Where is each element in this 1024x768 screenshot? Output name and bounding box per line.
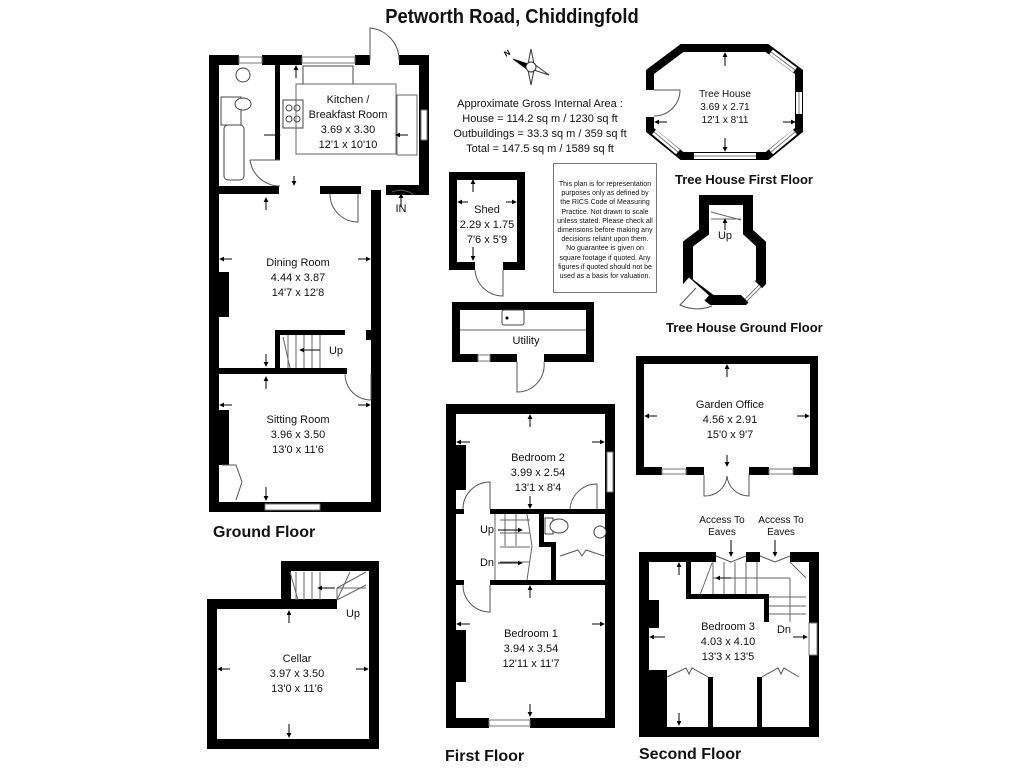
room-imperial: 13'1 x 8'4 bbox=[514, 482, 562, 494]
first-stairs-down-label: Dn bbox=[479, 557, 495, 569]
room-utility: Utility bbox=[513, 334, 540, 349]
room-imperial: 13'3 x 13'5 bbox=[701, 651, 755, 663]
room-imperial: 12'1 x 10'10 bbox=[318, 139, 378, 151]
stairs-up-label: Up bbox=[328, 345, 344, 357]
room-metric: 4.03 x 4.10 bbox=[700, 636, 756, 648]
cellar-stairs-up-label: Up bbox=[345, 608, 361, 620]
ground-floor-plan bbox=[209, 27, 429, 512]
room-metric: 3.69 x 2.71 bbox=[700, 102, 750, 113]
room-bedroom-1: Bedroom 1 3.94 x 3.54 12'11 x 11'7 bbox=[502, 627, 559, 672]
room-name: Kitchen / bbox=[326, 94, 370, 106]
room-metric: 2.29 x 1.75 bbox=[459, 219, 515, 231]
garden-office-plan bbox=[636, 356, 818, 497]
eaves-label-line-2: Eaves bbox=[708, 527, 736, 538]
second-stairs-down-label: Dn bbox=[776, 624, 792, 636]
room-name: Bedroom 1 bbox=[504, 628, 558, 640]
room-imperial: 12'1 x 8'11 bbox=[701, 115, 749, 126]
room-imperial: 13'0 x 11'6 bbox=[271, 683, 323, 695]
room-name: Cellar bbox=[282, 653, 312, 665]
second-floor-plan bbox=[639, 540, 819, 737]
tree-house-ground-floor-plan bbox=[679, 195, 766, 310]
entrance-label: IN bbox=[395, 203, 407, 215]
room-sitting: Sitting Room 3.96 x 3.50 13'0 x 11'6 bbox=[267, 413, 330, 458]
floor-label-first: First Floor bbox=[445, 748, 525, 765]
room-metric: 4.44 x 3.87 bbox=[270, 272, 326, 284]
room-name: Utility bbox=[512, 335, 540, 347]
room-name: Shed bbox=[474, 204, 500, 216]
room-metric: 3.99 x 2.54 bbox=[510, 467, 566, 479]
tree-house-stairs-up-label: Up bbox=[717, 230, 733, 242]
room-name: Garden Office bbox=[695, 399, 765, 411]
room-name: Dining Room bbox=[266, 257, 330, 269]
room-shed: Shed 2.29 x 1.75 7'6 x 5'9 bbox=[460, 203, 514, 248]
room-imperial: 14'7 x 12'8 bbox=[271, 287, 325, 299]
room-imperial: 12'11 x 11'7 bbox=[502, 658, 560, 670]
floor-label-ground: Ground Floor bbox=[213, 524, 316, 541]
eaves-label-line-1: Access To bbox=[758, 515, 804, 526]
area-total: Total = 147.5 sq m / 1589 sq ft bbox=[466, 143, 614, 155]
eaves-access-right: Access To Eaves bbox=[758, 515, 803, 539]
shed-plan bbox=[449, 172, 525, 297]
area-house: House = 114.2 sq m / 1230 sq ft bbox=[462, 113, 618, 125]
floor-label-tree-house-ground: Tree House Ground Floor bbox=[666, 320, 823, 335]
utility-plan bbox=[452, 302, 594, 393]
room-garden-office: Garden Office 4.56 x 2.91 15'0 x 9'7 bbox=[696, 398, 764, 443]
first-floor-plan bbox=[446, 404, 615, 728]
room-kitchen: Kitchen / Breakfast Room 3.69 x 3.30 12'… bbox=[309, 93, 388, 153]
room-imperial: 7'6 x 5'9 bbox=[466, 234, 508, 246]
room-name: Sitting Room bbox=[266, 414, 330, 426]
room-dining: Dining Room 4.44 x 3.87 14'7 x 12'8 bbox=[266, 256, 330, 301]
room-name-2: Breakfast Room bbox=[308, 109, 388, 121]
room-name: Tree House bbox=[699, 89, 751, 100]
room-metric: 4.56 x 2.91 bbox=[702, 414, 758, 426]
tree-house-first-floor-plan bbox=[645, 44, 803, 160]
room-metric: 3.96 x 3.50 bbox=[270, 429, 326, 441]
cellar-plan bbox=[207, 561, 379, 749]
eaves-label-line-1: Access To bbox=[699, 515, 745, 526]
room-metric: 3.94 x 3.54 bbox=[503, 643, 559, 655]
floor-label-tree-house-first: Tree House First Floor bbox=[675, 172, 813, 187]
room-bedroom-3: Bedroom 3 4.03 x 4.10 13'3 x 13'5 bbox=[701, 620, 755, 665]
svg-text:N: N bbox=[503, 48, 513, 59]
room-name: Bedroom 2 bbox=[511, 452, 565, 464]
north-arrow-compass-icon: N bbox=[503, 48, 550, 86]
page-title: Petworth Road, Chiddingfold bbox=[385, 6, 639, 28]
first-stairs-up-label: Up bbox=[479, 524, 495, 536]
area-outbuildings: Outbuildings = 33.3 sq m / 359 sq ft bbox=[453, 128, 627, 140]
floor-label-second: Second Floor bbox=[639, 746, 742, 763]
area-summary-heading: Approximate Gross Internal Area : bbox=[457, 98, 623, 110]
room-imperial: 13'0 x 11'6 bbox=[272, 444, 324, 456]
room-tree-house: Tree House 3.69 x 2.71 12'1 x 8'11 bbox=[699, 88, 751, 127]
room-name: Bedroom 3 bbox=[701, 621, 755, 633]
eaves-label-line-2: Eaves bbox=[767, 527, 795, 538]
room-imperial: 15'0 x 9'7 bbox=[706, 429, 754, 441]
room-metric: 3.97 x 3.50 bbox=[269, 668, 325, 680]
room-bedroom-2: Bedroom 2 3.99 x 2.54 13'1 x 8'4 bbox=[511, 451, 565, 496]
disclaimer-box: This plan is for representation purposes… bbox=[553, 163, 657, 293]
eaves-access-left: Access To Eaves bbox=[699, 515, 744, 539]
room-cellar: Cellar 3.97 x 3.50 13'0 x 11'6 bbox=[270, 652, 324, 697]
room-metric: 3.69 x 3.30 bbox=[320, 124, 376, 136]
area-summary: Approximate Gross Internal Area : House … bbox=[445, 97, 635, 157]
